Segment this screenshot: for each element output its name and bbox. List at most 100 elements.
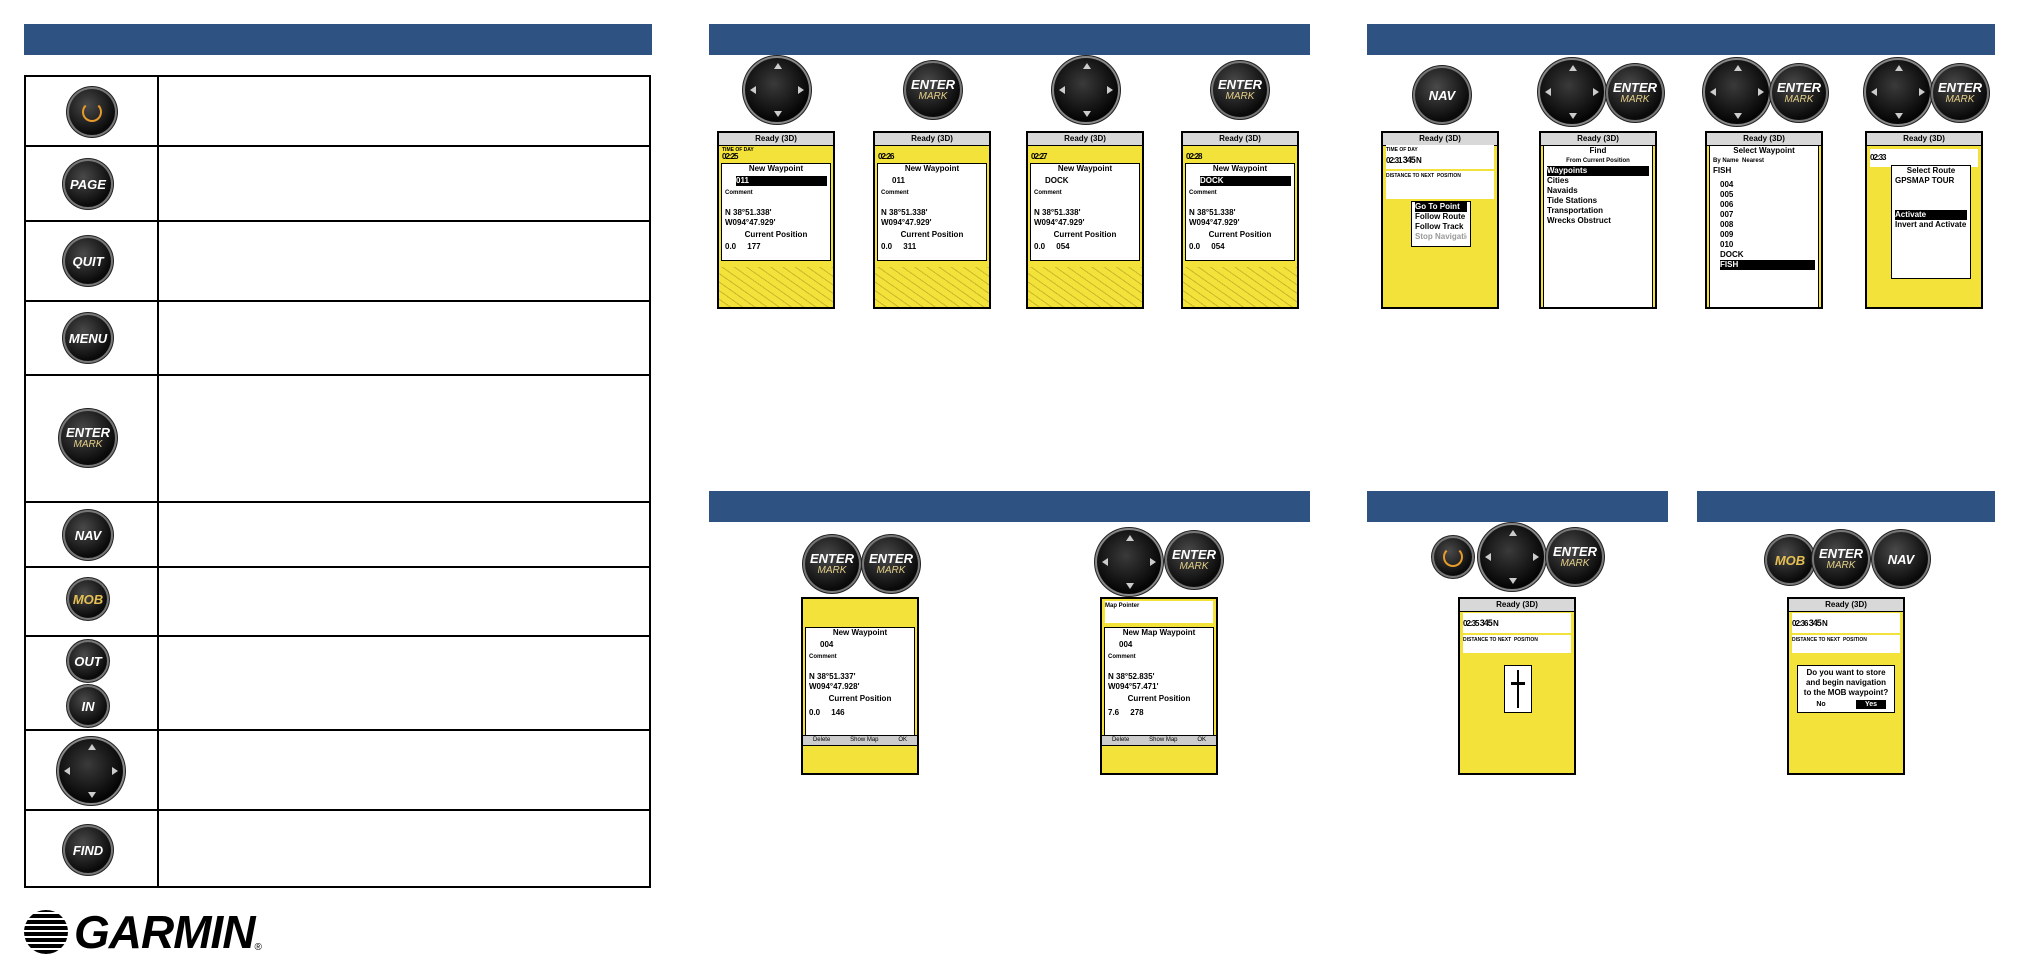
time-row: 02:31 345 N [1386, 151, 1494, 169]
nav-button[interactable]: NAV [1415, 68, 1469, 122]
menu-activate[interactable]: Activate [1895, 210, 1967, 220]
select-title: Select Waypoint [1733, 146, 1795, 155]
waypoint-item[interactable]: FISH [1720, 260, 1815, 270]
waypoint-name-field[interactable]: DOCK [1045, 176, 1069, 185]
new-waypoint-panel: New Waypoint DOCK Comment N 38°51.338' W… [1185, 163, 1295, 261]
slider-handle[interactable] [1511, 682, 1525, 685]
route-name[interactable]: GPSMAP TOUR [1895, 176, 1955, 185]
power-button[interactable] [1434, 538, 1472, 576]
rocker-key[interactable] [1705, 60, 1769, 124]
out-label: OUT [74, 653, 102, 669]
gps-screen-mob: Ready (3D) 02:36 345 N DISTANCE TO NEXT … [1787, 597, 1905, 775]
menu-follow-route[interactable]: Follow Route [1415, 212, 1466, 221]
mark-label: MARK [1784, 94, 1814, 105]
nav-button[interactable]: NAV [1874, 532, 1928, 586]
menu-button[interactable]: MENU [65, 315, 111, 361]
dist-bearing: 0.0 054 [1034, 242, 1070, 251]
enter-label: ENTER [1776, 80, 1822, 95]
find-item[interactable]: Cities [1547, 176, 1569, 185]
from-position: Current Position [744, 230, 808, 239]
waypoint-item[interactable]: 006 [1720, 200, 1734, 209]
enter-label: ENTER [1552, 544, 1598, 559]
waypoint-item[interactable]: 008 [1720, 220, 1734, 229]
menu-invert-activate[interactable]: Invert and Activate [1895, 220, 1967, 229]
mob-button[interactable]: MOB [1767, 537, 1813, 583]
nav-label: NAV [1887, 551, 1915, 567]
waypoint-item[interactable]: 004 [1720, 180, 1734, 189]
new-waypoint-panel: New Waypoint 011 Comment N 38°51.338' W0… [721, 163, 831, 261]
map-pointer-label: Map Pointer [1105, 601, 1213, 623]
latitude: N 38°51.338' [881, 208, 928, 217]
key-table: PAGE QUIT MENU ENTER MARK NAV MOB OUT IN… [24, 75, 651, 888]
menu-follow-track[interactable]: Follow Track [1415, 222, 1464, 231]
new-waypoint-panel: New Waypoint DOCK Comment N 38°51.338' W… [1030, 163, 1140, 261]
waypoint-item[interactable]: 010 [1720, 240, 1734, 249]
comment-label: Comment [1108, 654, 1136, 660]
mark-label: MARK [1945, 94, 1975, 105]
waypoint-name-field[interactable]: 011 [892, 176, 905, 185]
screen-status: Ready (3D) [875, 133, 989, 146]
rocker-key[interactable] [1097, 530, 1161, 594]
rocker-key[interactable] [1054, 58, 1118, 122]
menu-stop-navigation[interactable]: Stop Navigation [1415, 232, 1467, 241]
nav-menu: Go To Point Follow Route Follow Track St… [1411, 201, 1471, 247]
menu-go-to-point[interactable]: Go To Point [1415, 202, 1467, 212]
in-button[interactable]: IN [69, 687, 107, 725]
page-button[interactable]: PAGE [65, 161, 111, 207]
find-item[interactable]: Waypoints [1547, 166, 1649, 176]
rocker-key[interactable] [1480, 525, 1544, 589]
waypoint-item[interactable]: 005 [1720, 190, 1734, 199]
nav-button[interactable]: NAV [65, 512, 111, 558]
section-header-keys [24, 24, 652, 55]
dist-bearing: 7.6 278 [1108, 708, 1144, 717]
page-label: PAGE [70, 176, 106, 192]
waypoint-item[interactable]: 007 [1720, 210, 1734, 219]
table-row-zoom: OUT IN [26, 635, 649, 729]
find-item[interactable]: Wrecks Obstruct [1547, 216, 1611, 225]
find-item[interactable]: Tide Stations [1547, 196, 1598, 205]
power-button[interactable] [69, 89, 115, 135]
rocker-key[interactable] [1540, 60, 1604, 124]
panel-title: New Waypoint [904, 164, 960, 173]
enter-mark-button[interactable]: ENTER MARK [61, 411, 115, 465]
time-value: 02:28 [1186, 152, 1202, 161]
search-field[interactable]: FISH [1713, 166, 1732, 175]
section-header-mob [1697, 491, 1995, 522]
mob-button[interactable]: MOB [69, 580, 107, 618]
backlight-slider[interactable] [1504, 665, 1532, 713]
find-item[interactable]: Transportation [1547, 206, 1604, 215]
find-item[interactable]: Navaids [1547, 186, 1578, 195]
mark-label: MARK [1826, 560, 1856, 571]
pos-block: DISTANCE TO NEXT POSITION [1792, 635, 1900, 653]
dist-bearing: 0.0 177 [725, 242, 761, 251]
rocker-key[interactable] [1866, 60, 1930, 124]
table-row-menu: MENU [26, 300, 649, 374]
rocker-key[interactable] [745, 58, 809, 122]
waypoint-item[interactable]: 009 [1720, 230, 1734, 239]
waypoint-name-field[interactable]: 011 [736, 176, 827, 186]
waypoint-name-field[interactable]: DOCK [1200, 176, 1291, 186]
quit-button[interactable]: QUIT [65, 238, 111, 284]
waypoint-item[interactable]: DOCK [1720, 250, 1744, 259]
out-button[interactable]: OUT [69, 642, 107, 680]
rocker-key[interactable] [59, 739, 123, 803]
find-button[interactable]: FIND [65, 827, 111, 873]
no-button[interactable]: No [1816, 701, 1826, 708]
yes-button[interactable]: Yes [1856, 700, 1886, 709]
enter-label: ENTER [868, 551, 914, 566]
waypoint-name-field[interactable]: 004 [1119, 640, 1133, 649]
enter-label: ENTER [1171, 547, 1217, 562]
map-strip [719, 267, 833, 307]
from-position: Current Position [1127, 694, 1191, 703]
waypoint-name-field[interactable]: 004 [820, 640, 834, 649]
